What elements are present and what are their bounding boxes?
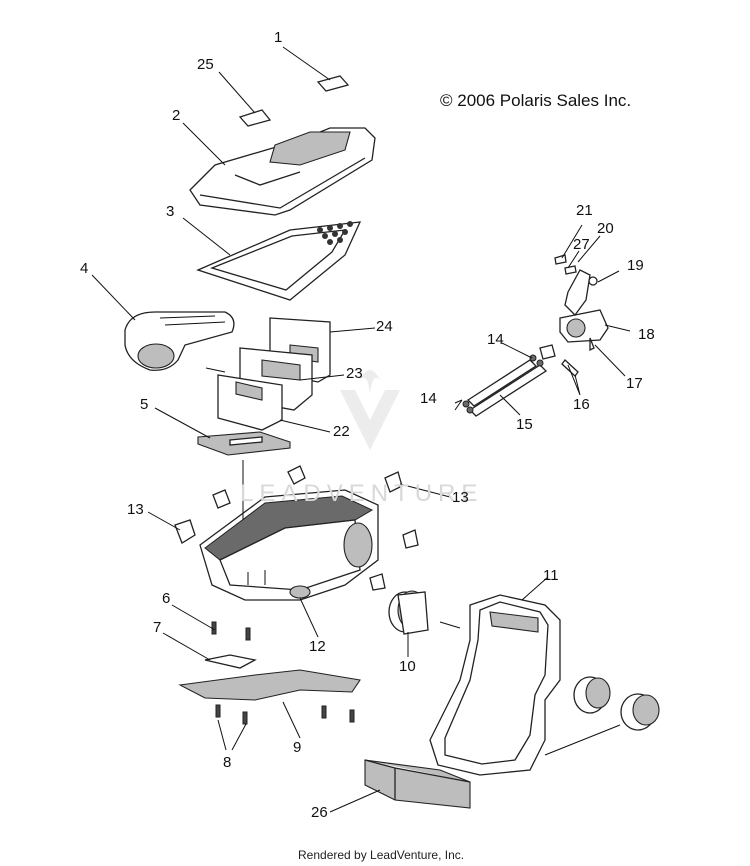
callout-5: 5	[140, 396, 149, 413]
part-5-foam	[197, 431, 291, 456]
callout-25: 25	[197, 56, 214, 73]
callout-27: 27	[573, 236, 590, 253]
callout-1: 1	[274, 29, 283, 46]
callout-7: 7	[153, 619, 162, 636]
part-12-airbox-base	[199, 489, 379, 601]
callout-8: 8	[223, 754, 232, 771]
callout-13-left: 13	[127, 501, 144, 518]
part-3-filter	[196, 221, 362, 301]
callout-22: 22	[333, 423, 350, 440]
callout-20: 20	[597, 220, 614, 237]
callout-14-top: 14	[487, 331, 504, 348]
part-2-airbox-lid	[189, 127, 376, 216]
callout-17: 17	[626, 375, 643, 392]
part-10-boot	[388, 590, 429, 635]
callout-18: 18	[638, 326, 655, 343]
part-4-intake-tube	[124, 311, 235, 371]
callout-23: 23	[346, 365, 363, 382]
watermark-text: LEADVENTURE	[240, 480, 484, 507]
callout-11: 11	[543, 567, 559, 584]
part-22-baffle	[217, 374, 283, 431]
duct-sleeves	[573, 676, 660, 731]
part-11-duct	[429, 594, 561, 776]
callout-26: 26	[311, 804, 328, 821]
leader-lines	[91, 46, 631, 813]
callout-3: 3	[166, 203, 175, 220]
callout-2: 2	[172, 107, 181, 124]
footer-credit: Rendered by LeadVenture, Inc.	[298, 848, 465, 862]
callout-21: 21	[576, 202, 593, 219]
callout-14-bottom: 14	[420, 390, 437, 407]
callout-16: 16	[573, 396, 590, 413]
fasteners	[211, 621, 355, 725]
callout-13-right: 13	[452, 489, 469, 506]
part-9-plate	[178, 654, 361, 701]
callout-10: 10	[399, 658, 416, 675]
part-13-clips	[174, 465, 419, 591]
breather-assembly	[462, 254, 609, 417]
callout-9: 9	[293, 739, 302, 756]
part-1-decal	[316, 75, 350, 92]
connection-lines	[205, 367, 621, 756]
callout-4: 4	[80, 260, 89, 277]
callout-19: 19	[627, 257, 644, 274]
callout-6: 6	[162, 590, 171, 607]
watermark-logo	[340, 370, 400, 450]
callout-12: 12	[309, 638, 326, 655]
part-26-block	[364, 759, 471, 809]
callout-24: 24	[376, 318, 393, 335]
copyright: © 2006 Polaris Sales Inc.	[440, 91, 632, 110]
callout-15: 15	[516, 416, 533, 433]
